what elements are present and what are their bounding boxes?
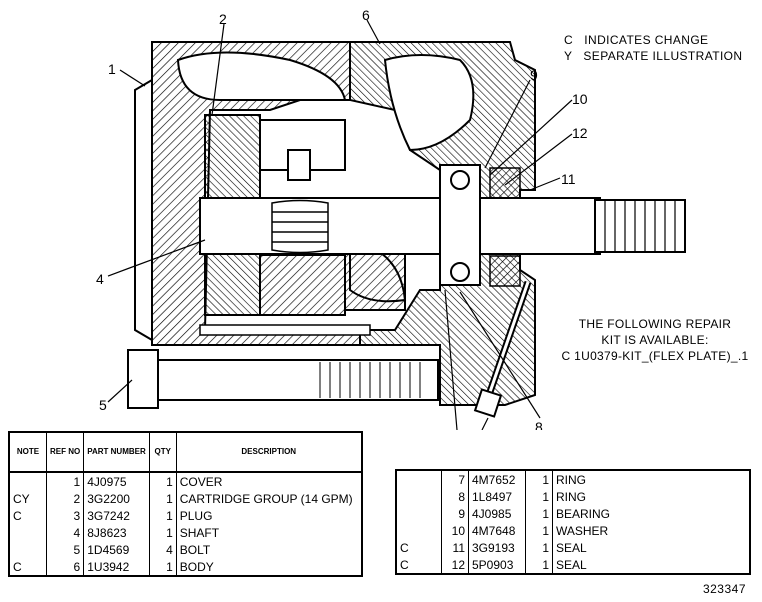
header-part-number: PART NUMBER <box>83 432 150 473</box>
table-row: C 3 3G7242 1 PLUG <box>9 507 362 524</box>
table-row: 4 8J8623 1 SHAFT <box>9 524 362 541</box>
header-qty: QTY <box>149 432 177 473</box>
table-row: 5 1D4569 4 BOLT <box>9 541 362 558</box>
table-row: C 6 1U3942 1 BODY <box>9 558 362 576</box>
repair-note-line-3: C 1U0379-KIT_(FLEX PLATE)_.1 <box>561 349 749 363</box>
callout-5: 5 <box>99 397 107 413</box>
header-ref-no: REF NO <box>46 432 85 473</box>
table-header-row: NOTE REF NO PART NUMBER QTY DESCRIPTION <box>9 432 362 473</box>
parts-table-right: 7 4M7652 1 RING 8 1L8497 1 RING 9 4J0985… <box>395 469 751 575</box>
repair-kit-note: THE FOLLOWING REPAIR KIT IS AVAILABLE: C… <box>548 316 762 364</box>
table-row: CY 2 3G2200 1 CARTRIDGE GROUP (14 GPM) <box>9 490 362 507</box>
table-row: C 12 5P0903 1 SEAL <box>396 556 750 574</box>
shaft-part <box>199 197 601 255</box>
pump-cross-section-drawing: 1 2 3 4 5 6 7 8 9 10 12 11 <box>96 7 686 430</box>
parts-table-left: NOTE REF NO PART NUMBER QTY DESCRIPTION … <box>8 431 363 577</box>
table-row: 7 4M7652 1 RING <box>396 470 750 488</box>
table-row: 10 4M7648 1 WASHER <box>396 522 750 539</box>
table-row: 1 4J0975 1 COVER <box>9 472 362 490</box>
callout-11: 11 <box>561 171 576 187</box>
callout-10: 10 <box>572 91 588 107</box>
repair-note-line-1: THE FOLLOWING REPAIR <box>578 317 732 331</box>
legend-change: C INDICATES CHANGE <box>564 33 709 47</box>
callout-9: 9 <box>530 67 538 83</box>
callout-12: 12 <box>572 125 588 141</box>
repair-note-line-2: KIT IS AVAILABLE: <box>601 333 709 347</box>
figure-number: 323347 <box>702 582 746 596</box>
legend: C INDICATES CHANGE Y SEPARATE ILLUSTRATI… <box>564 32 743 64</box>
table-row: 8 1L8497 1 RING <box>396 488 750 505</box>
header-note: NOTE <box>9 432 47 473</box>
callout-1: 1 <box>108 61 116 77</box>
legend-separate-illustration: Y SEPARATE ILLUSTRATION <box>564 49 743 63</box>
table-row: 9 4J0985 1 BEARING <box>396 505 750 522</box>
table-row: C 11 3G9193 1 SEAL <box>396 539 750 556</box>
header-description: DESCRIPTION <box>176 432 362 473</box>
bolt-part <box>127 349 159 409</box>
callout-2: 2 <box>219 11 227 27</box>
callout-8: 8 <box>535 419 543 430</box>
callout-4: 4 <box>96 271 104 287</box>
callout-6: 6 <box>362 7 370 23</box>
